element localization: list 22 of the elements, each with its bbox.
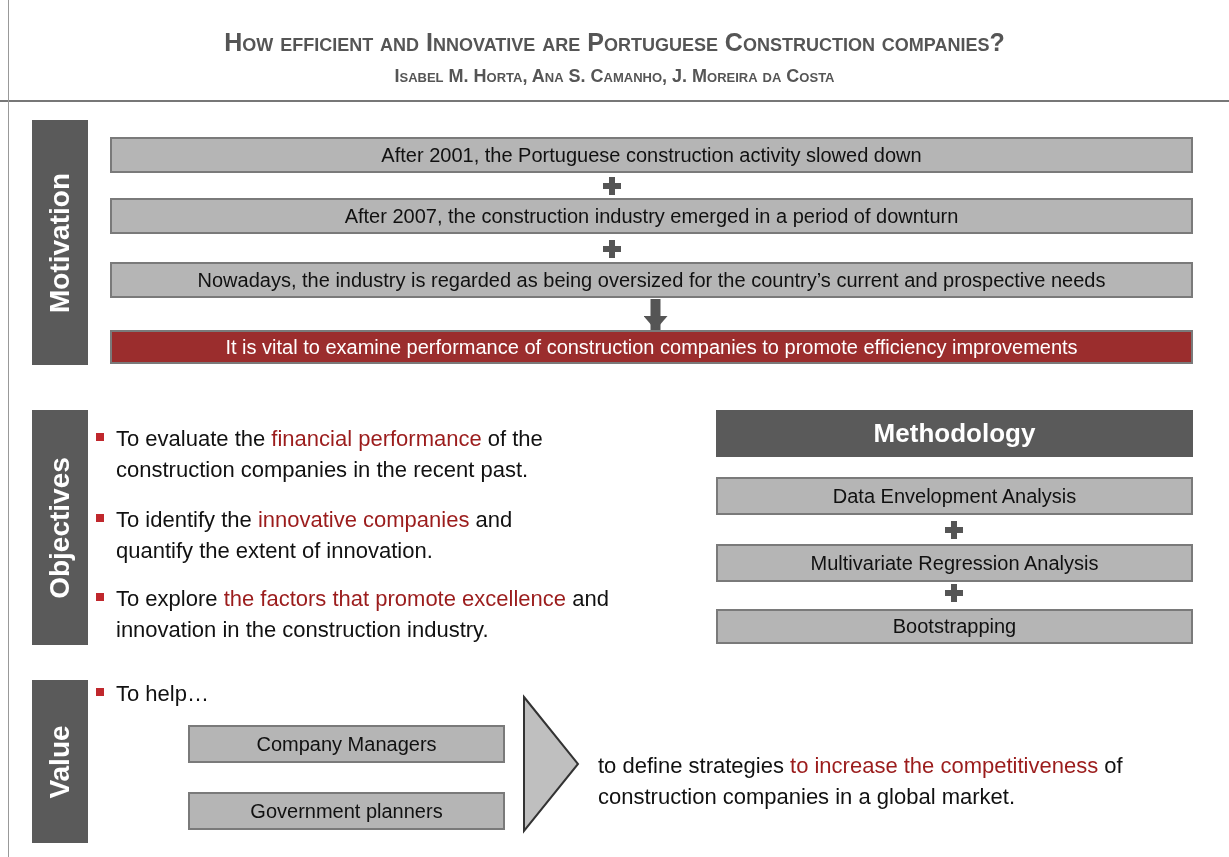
title: How efficient and Innovative are Portuguese Construction companies? [223,28,1006,57]
bullet-text: To explore the factors that promote excellence and innovation in the construction industry. [96,583,656,645]
chevron-arrow [523,694,580,834]
result-text: to define strategies to increase the competitiveness of construction companies in a global market. [598,750,1218,820]
section-band: Value [32,680,88,843]
bullet-text: To identify the innovative companies and quantify the extent of innovation. [96,504,586,566]
process-box: Multivariate Regression Analysis [716,544,1193,582]
conclusion-box: It is vital to examine performance of construction companies to promote efficiency improvements [110,330,1193,364]
bullet-text: To evaluate the financial performance of the construction companies in the recent past. [96,423,626,485]
arrow [643,299,668,330]
authors: Isabel M. Horta, Ana S. Camanho, J. Moreira da Costa [393,66,836,87]
process-box: After 2007, the construction industry emerged in a period of downturn [110,198,1193,234]
header-box: Methodology [716,410,1193,457]
process-box: Government planners [188,792,505,830]
process-box: Nowadays, the industry is regarded as being oversized for the country’s current and prospective needs [110,262,1193,298]
section-band: Objectives [32,410,88,645]
process-box: Bootstrapping [716,609,1193,644]
process-box: Company Managers [188,725,505,763]
bullet-text: To help… [96,678,396,709]
section-band: Motivation [32,120,88,365]
process-box: Data Envelopment Analysis [716,477,1193,515]
process-box: After 2001, the Portuguese construction activity slowed down [110,137,1193,173]
